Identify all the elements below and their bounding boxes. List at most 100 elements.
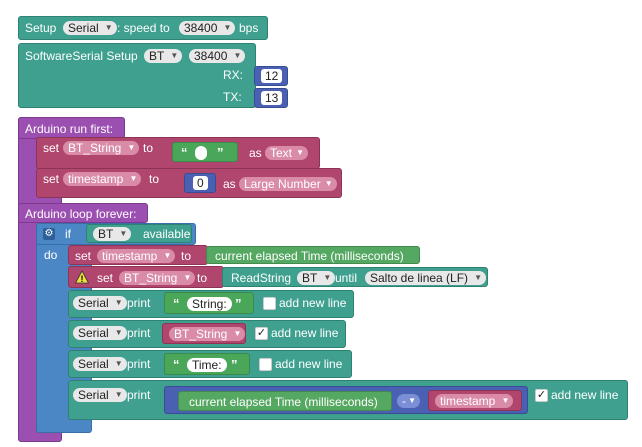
to-label: to — [143, 141, 154, 155]
quote-close: ” — [231, 357, 238, 372]
zero-value[interactable]: 0 — [193, 176, 208, 190]
empty-text-field[interactable] — [195, 146, 207, 160]
triangle-down-icon: ▼ — [170, 51, 179, 60]
print-label: print — [127, 388, 151, 402]
add-new-line-label: add new line — [275, 357, 343, 371]
text-time-block[interactable]: “ Time: ” — [164, 353, 250, 375]
triangle-down-icon: ▼ — [119, 229, 128, 238]
print-label: print — [127, 357, 151, 371]
timestamp-var-dropdown[interactable]: timestamp▼ — [63, 172, 142, 186]
tx-number-block[interactable]: 13 — [254, 88, 288, 108]
triangle-down-icon: ▼ — [233, 329, 242, 338]
set-bt-string-read-block[interactable]: ! set BT_String▼ to — [68, 266, 224, 288]
triangle-down-icon: ▼ — [183, 273, 192, 282]
gear-icon[interactable]: ⚙ — [43, 228, 55, 240]
to-label: to — [197, 271, 208, 285]
add-new-line-label: add new line — [271, 326, 339, 340]
until-label: until — [335, 271, 358, 285]
tx-label: TX: — [223, 90, 242, 104]
triangle-down-icon: ▼ — [324, 179, 333, 188]
checkbox-icon[interactable] — [259, 358, 272, 371]
set-label: set — [97, 271, 114, 285]
triangle-down-icon: ▼ — [501, 396, 510, 405]
triangle-down-icon: ▼ — [474, 273, 483, 282]
setup-serial-block[interactable]: Setup Serial▼ : speed to 38400▼ bps — [18, 16, 268, 40]
text-string-block[interactable]: “ String: ” — [164, 292, 254, 314]
rx-label: RX: — [223, 68, 244, 82]
triangle-down-icon: ▼ — [129, 174, 138, 183]
to-label: to — [181, 249, 192, 263]
triangle-down-icon: ▼ — [163, 251, 172, 260]
empty-text-block[interactable]: “ ” — [172, 142, 238, 162]
triangle-down-icon: ▼ — [296, 148, 305, 157]
serial-dropdown[interactable]: Serial▼ — [73, 357, 127, 371]
triangle-down-icon: ▼ — [233, 51, 242, 60]
tx-value[interactable]: 13 — [261, 91, 283, 105]
checkbox-icon[interactable]: ✓ — [535, 389, 548, 402]
text-string-field[interactable]: String: — [187, 297, 232, 311]
quote-close: ” — [217, 145, 224, 160]
operator-dropdown[interactable]: -▼ — [397, 394, 420, 408]
set-label: set — [75, 249, 92, 263]
as-label: as — [223, 177, 236, 191]
checkbox-icon[interactable] — [263, 297, 276, 310]
zero-number-block[interactable]: 0 — [184, 173, 216, 193]
do-label: do — [44, 248, 58, 262]
serial-dropdown[interactable]: Serial▼ — [73, 326, 127, 340]
timestamp-var-block[interactable]: timestamp▼ — [428, 390, 522, 411]
timestamp-var-dropdown[interactable]: timestamp▼ — [97, 249, 176, 263]
set-timestamp-time-block[interactable]: set timestamp▼ to — [68, 245, 208, 265]
serial-dropdown[interactable]: Serial▼ — [73, 296, 127, 310]
as-label: as — [249, 146, 262, 160]
checkbox-icon[interactable]: ✓ — [255, 327, 268, 340]
softserial-speed-dropdown[interactable]: 38400▼ — [189, 49, 246, 63]
softwareserial-setup-block[interactable]: SoftwareSerial Setup BT▼ 38400▼ RX: TX: — [18, 43, 256, 108]
triangle-down-icon: ▼ — [114, 298, 123, 307]
serial-dropdown[interactable]: Serial▼ — [73, 388, 127, 402]
bt-available-dropdown[interactable]: BT▼ — [93, 227, 132, 241]
timestamp-var-dropdown[interactable]: timestamp▼ — [435, 394, 514, 408]
bps-label: bps — [239, 21, 259, 35]
speed-to-label: : speed to — [117, 21, 170, 35]
to-label: to — [149, 172, 160, 186]
bt-string-var-dropdown[interactable]: BT_String▼ — [119, 271, 196, 285]
if-label: if — [65, 227, 71, 241]
quote-open: “ — [173, 296, 180, 311]
triangle-down-icon: ▼ — [114, 328, 123, 337]
run-first-label: Arduino run first: — [25, 122, 114, 136]
print-label: print — [127, 326, 151, 340]
elapsed-time-label: current elapsed Time (milliseconds) — [215, 249, 404, 263]
read-string-block[interactable]: ReadString BT▼ until Salto de linea (LF)… — [222, 267, 488, 287]
serial-print-bt-string-block[interactable]: Serial▼ print ✓ add new line — [68, 320, 346, 348]
triangle-down-icon: ▼ — [223, 23, 232, 32]
bt-available-block[interactable]: BT▼ available — [86, 224, 192, 243]
text-type-dropdown[interactable]: Text▼ — [265, 146, 309, 160]
speed-dropdown[interactable]: 38400▼ — [179, 21, 236, 35]
delimiter-dropdown[interactable]: Salto de linea (LF)▼ — [365, 271, 487, 285]
setup-label: Setup — [25, 21, 57, 35]
svg-text:!: ! — [81, 274, 84, 284]
large-number-type-dropdown[interactable]: Large Number▼ — [239, 177, 337, 191]
triangle-down-icon: ▼ — [127, 143, 136, 152]
elapsed-time-inner-block[interactable]: current elapsed Time (milliseconds) — [178, 391, 392, 411]
bt-string-var-dropdown[interactable]: BT_String▼ — [169, 327, 246, 341]
quote-open: “ — [181, 145, 188, 160]
loop-forever-header[interactable]: Arduino loop forever: — [18, 203, 148, 223]
quote-open: “ — [173, 357, 180, 372]
read-bt-dropdown[interactable]: BT▼ — [297, 271, 336, 285]
triangle-down-icon: ▼ — [323, 273, 332, 282]
serial-dropdown[interactable]: Serial▼ — [63, 21, 117, 35]
run-first-header[interactable]: Arduino run first: — [18, 117, 125, 139]
quote-close: ” — [235, 296, 242, 311]
bt-string-var-dropdown[interactable]: BT_String▼ — [63, 141, 140, 155]
bt-dropdown[interactable]: BT▼ — [144, 49, 183, 63]
print-label: print — [127, 296, 151, 310]
set-label: set — [43, 141, 60, 155]
text-time-field[interactable]: Time: — [187, 358, 227, 372]
rx-number-block[interactable]: 12 — [254, 66, 288, 86]
add-new-line-label: add new line — [551, 388, 619, 402]
elapsed-time-block[interactable]: current elapsed Time (milliseconds) — [206, 246, 420, 264]
rx-value[interactable]: 12 — [261, 69, 283, 83]
warning-icon[interactable]: ! — [75, 270, 89, 284]
bt-string-var-block[interactable]: BT_String▼ — [162, 323, 246, 344]
